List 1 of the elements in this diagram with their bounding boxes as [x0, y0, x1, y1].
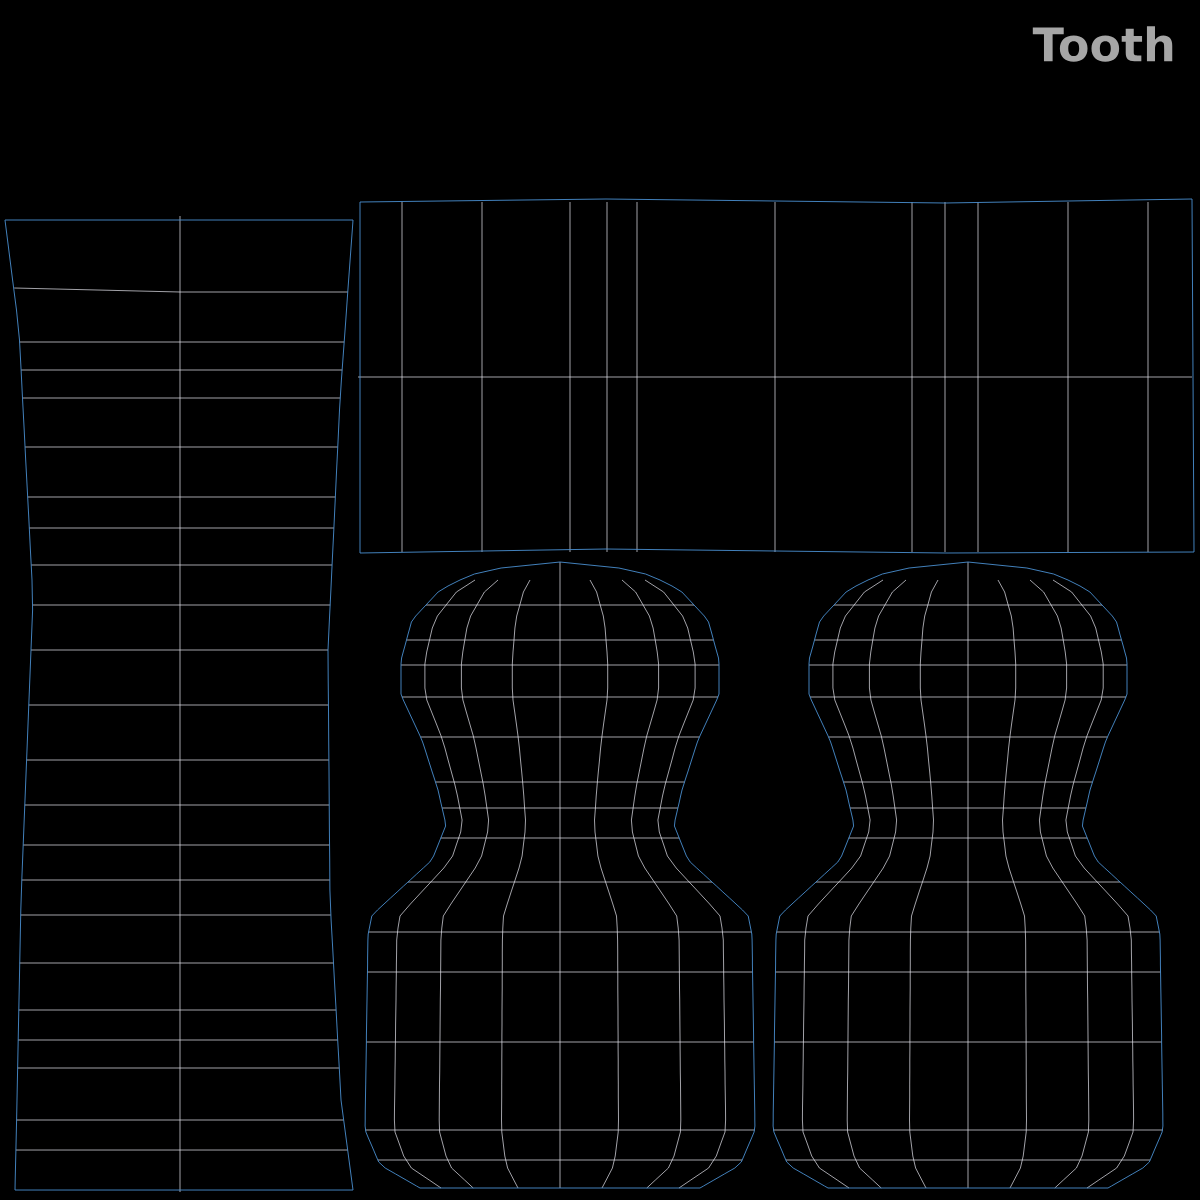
title: Tooth: [1032, 26, 1173, 62]
